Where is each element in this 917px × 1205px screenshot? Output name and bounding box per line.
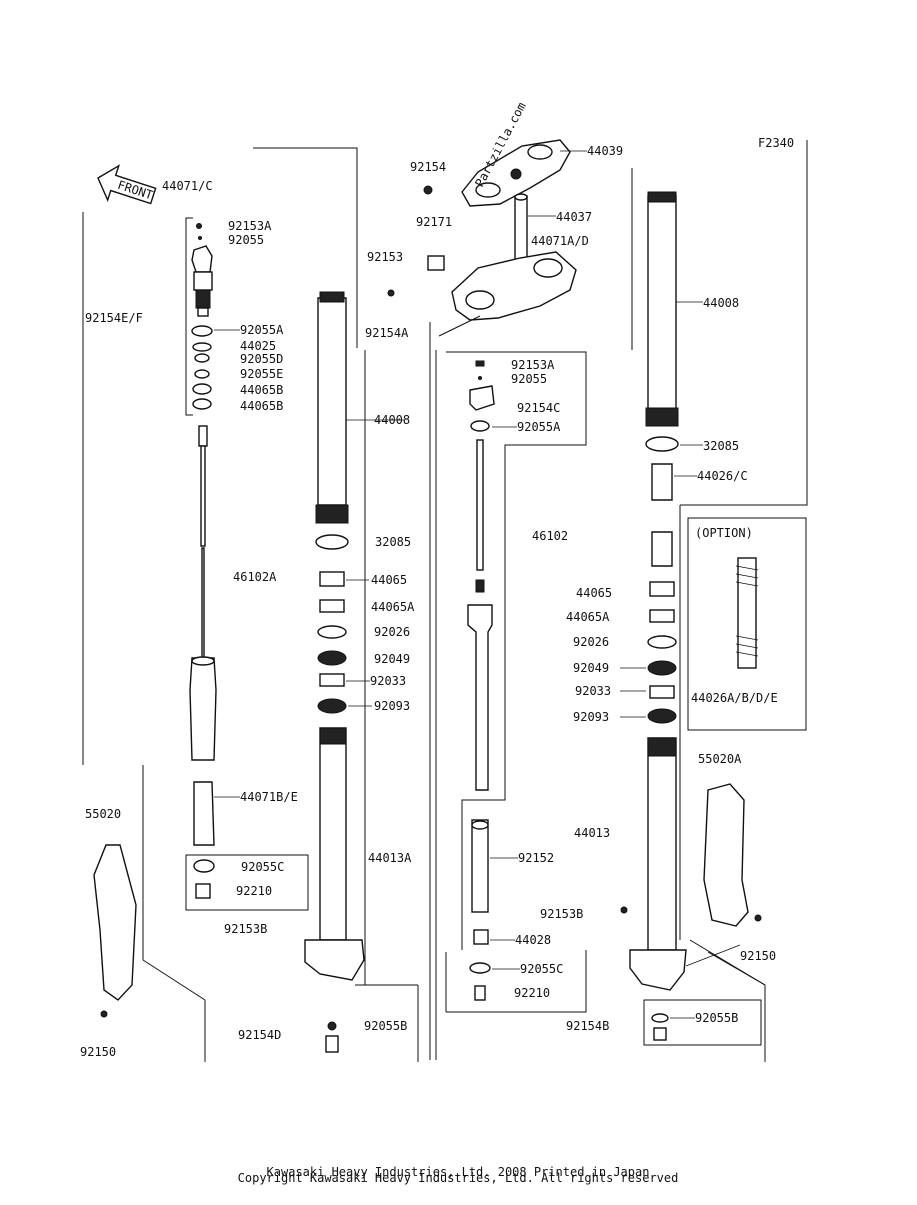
label-92055-left: 92055 — [228, 233, 264, 247]
label-44065A-right: 44065A — [566, 610, 610, 624]
right-fork-guard — [703, 783, 762, 927]
frame-lines — [82, 140, 808, 1062]
label-44013: 44013 — [574, 826, 610, 840]
label-44065B-1: 44065B — [240, 383, 283, 397]
label-55020A: 55020A — [698, 752, 742, 766]
footer-line-2: Copyright Kawasaki Heavy Industries, Ltd… — [238, 1171, 679, 1185]
label-92153: 92153 — [367, 250, 403, 264]
label-92153B-left: 92153B — [224, 922, 267, 936]
label-92055B-right: 92055B — [695, 1011, 738, 1025]
left-cartridge — [189, 656, 217, 899]
label-92055E: 92055E — [240, 367, 283, 381]
label-44065A-left: 44065A — [371, 600, 415, 614]
label-44071-C: 44071/C — [162, 179, 213, 193]
part-labels: F2340 44039 92154 44037 92171 44071A/D 9… — [80, 136, 794, 1059]
label-92154C: 92154C — [517, 401, 560, 415]
label-44065-right: 44065 — [576, 586, 612, 600]
left-fork-guard — [93, 844, 137, 1018]
label-92150-right: 92150 — [740, 949, 776, 963]
label-44026A-B-D-E: 44026A/B/D/E — [691, 691, 778, 705]
label-92055A-mid: 92055A — [517, 420, 561, 434]
label-44028: 44028 — [515, 933, 551, 947]
label-92055D: 92055D — [240, 352, 283, 366]
label-92055C-mid: 92055C — [520, 962, 563, 976]
label-92152: 92152 — [518, 851, 554, 865]
label-44037: 44037 — [556, 210, 592, 224]
label-92093-right: 92093 — [573, 710, 609, 724]
label-92210-left: 92210 — [236, 884, 272, 898]
label-92026-right: 92026 — [573, 635, 609, 649]
label-92093-left: 92093 — [374, 699, 410, 713]
label-92154: 92154 — [410, 160, 446, 174]
label-44025: 44025 — [240, 339, 276, 353]
label-92153B-mid: 92153B — [540, 907, 583, 921]
label-92055-mid: 92055 — [511, 372, 547, 386]
label-46102A: 46102A — [233, 570, 277, 584]
label-44013A: 44013A — [368, 851, 412, 865]
label-92150-left: 92150 — [80, 1045, 116, 1059]
label-44071B-E: 44071B/E — [240, 790, 298, 804]
clamp-parts — [387, 185, 481, 337]
label-32085-left: 32085 — [375, 535, 411, 549]
label-92154A: 92154A — [365, 326, 409, 340]
label-44026-C: 44026/C — [697, 469, 748, 483]
label-92154D: 92154D — [238, 1028, 281, 1042]
label-92154B: 92154B — [566, 1019, 609, 1033]
option-spring — [735, 557, 759, 669]
label-44065B-2: 44065B — [240, 399, 283, 413]
label-92026-left: 92026 — [374, 625, 410, 639]
label-55020: 55020 — [85, 807, 121, 821]
left-fork-leg — [304, 291, 365, 1053]
label-92033-left: 92033 — [370, 674, 406, 688]
middle-cap-stack — [467, 360, 495, 1001]
label-leaders — [214, 150, 741, 1019]
label-44008-right: 44008 — [703, 296, 739, 310]
footer-line-1: Kawasaki Heavy Industries, Ltd. 2008 Pri… — [267, 1165, 650, 1179]
label-92153A-left: 92153A — [228, 219, 272, 233]
label-32085-right: 32085 — [703, 439, 739, 453]
left-damper-rod — [198, 425, 208, 659]
lower-triple-clamp — [451, 251, 577, 321]
steering-stem — [514, 193, 528, 261]
label-92171: 92171 — [416, 215, 452, 229]
label-92153A-mid: 92153A — [511, 358, 555, 372]
front-arrow-icon: FRONT — [97, 164, 157, 205]
label-92033-right: 92033 — [575, 684, 611, 698]
right-fork-leg — [620, 191, 687, 1041]
label-92055A-left: 92055A — [240, 323, 284, 337]
label-92055C-left: 92055C — [241, 860, 284, 874]
upper-triple-clamp — [461, 139, 571, 207]
label-92154E-F: 92154E/F — [85, 311, 143, 325]
label-option: (OPTION) — [695, 526, 753, 540]
label-92049-right: 92049 — [573, 661, 609, 675]
label-44065-left: 44065 — [371, 573, 407, 587]
figure-code: F2340 — [758, 136, 794, 150]
label-46102: 46102 — [532, 529, 568, 543]
label-92210-mid: 92210 — [514, 986, 550, 1000]
label-92055B-left: 92055B — [364, 1019, 407, 1033]
label-44071A-D: 44071A/D — [531, 234, 589, 248]
left-cap-stack — [191, 223, 213, 410]
label-92049-left: 92049 — [374, 652, 410, 666]
label-44039: 44039 — [587, 144, 623, 158]
